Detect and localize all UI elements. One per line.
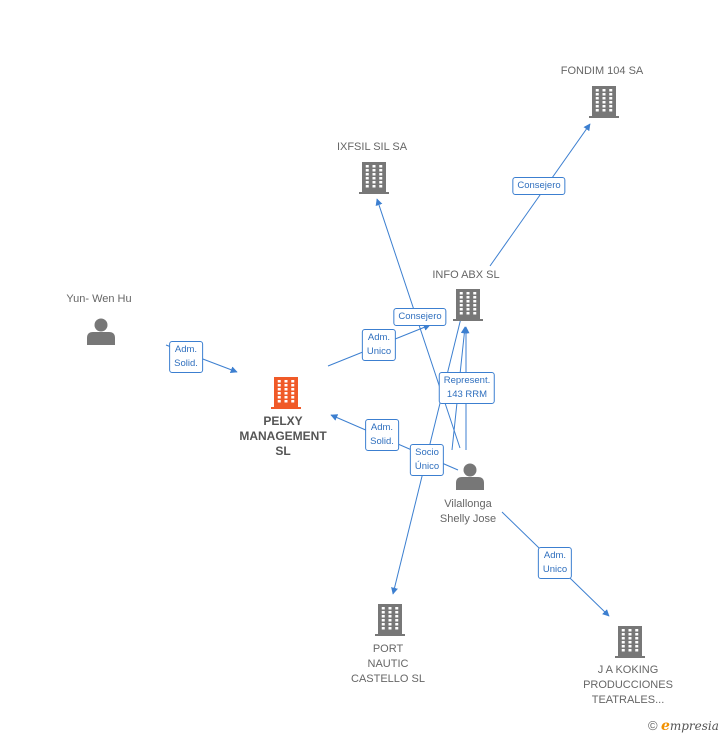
edge-label-vil-infoabx-rep[interactable]: Represent. 143 RRM — [438, 372, 496, 404]
brand-logo-letter: e — [660, 718, 670, 734]
edge-label-line: Unico — [366, 346, 392, 357]
edge-label-line: Único — [414, 461, 440, 472]
copyright-icon: © — [648, 718, 658, 733]
building-icon-ixfsil[interactable] — [359, 162, 389, 194]
node-label-port[interactable]: PORT NAUTIC CASTELLO SL — [351, 642, 425, 687]
node-label-ixfsil[interactable]: IXFSIL SIL SA — [337, 140, 407, 155]
building-icon-port[interactable] — [375, 604, 405, 636]
node-label-line: J A KOKING — [597, 664, 659, 676]
edge-label-line: Consejero — [398, 311, 442, 322]
node-label-line: PELXY — [263, 414, 303, 428]
node-label-pelxy[interactable]: PELXY MANAGEMENT SL — [239, 414, 326, 459]
edge-label-vil-ixfsil[interactable]: Consejero — [393, 308, 447, 326]
node-label-fondim[interactable]: FONDIM 104 SA — [561, 64, 644, 79]
edge-label-line: Adm. — [367, 332, 391, 343]
node-label-infoabx[interactable]: INFO ABX SL — [432, 268, 499, 283]
edge-label-vil-fondim[interactable]: Consejero — [512, 177, 566, 195]
edge-label-line: Unico — [542, 564, 568, 575]
building-icon-infoabx[interactable] — [453, 289, 483, 321]
node-label-line: Yun- Wen Hu — [66, 293, 132, 305]
edge-label-line: 143 RRM — [446, 389, 488, 400]
building-icon-fondim[interactable] — [589, 86, 619, 118]
node-label-line: PRODUCCIONES — [583, 679, 673, 691]
edge-label-line: Consejero — [517, 180, 561, 191]
node-label-line: SL — [275, 444, 291, 458]
node-label-line: FONDIM 104 SA — [560, 65, 644, 77]
person-icon-vilallonga[interactable] — [456, 463, 484, 491]
person-icon-yunwenhu[interactable] — [87, 318, 115, 346]
footer-brand: © empresia — [648, 718, 719, 734]
edge-label-line: Solid. — [370, 436, 394, 447]
building-icon-jakoking[interactable] — [615, 626, 645, 658]
brand-logo-text: mpresia — [669, 719, 719, 733]
node-label-vilallonga[interactable]: Vilallonga Shelly Jose — [440, 497, 496, 527]
edge-label-vil-port[interactable]: Socio Único — [409, 444, 445, 476]
edge-label-line: Represent. — [443, 375, 491, 386]
edge-label-yun-pelxy[interactable]: Adm. Solid. — [169, 341, 203, 373]
edge-vil-fondim — [489, 123, 591, 267]
edge-label-vil-infoabx-adm[interactable]: Adm. Unico — [361, 329, 397, 361]
node-label-jakoking[interactable]: J A KOKING PRODUCCIONES TEATRALES... — [583, 663, 673, 708]
node-label-yunwenhu[interactable]: Yun- Wen Hu — [66, 292, 131, 307]
node-label-line: TEATRALES... — [591, 694, 665, 706]
node-label-line: Vilallonga — [444, 498, 492, 510]
node-label-line: NAUTIC — [367, 658, 409, 670]
edge-label-line: Adm. — [174, 344, 198, 355]
node-label-line: Shelly Jose — [439, 513, 497, 525]
node-label-line: IXFSIL SIL SA — [336, 141, 408, 153]
edge-label-line: Socio — [415, 447, 439, 458]
edge-label-vil-jakoking[interactable]: Adm. Unico — [537, 547, 573, 579]
edge-label-line: Adm. — [370, 422, 394, 433]
edge-label-line: Solid. — [174, 358, 198, 369]
building-icon-pelxy[interactable] — [271, 377, 301, 409]
node-label-line: MANAGEMENT — [239, 429, 327, 443]
node-label-line: CASTELLO SL — [351, 673, 425, 685]
edge-label-line: Adm. — [543, 550, 567, 561]
edge-label-vil-pelxy[interactable]: Adm. Solid. — [365, 419, 399, 451]
node-label-line: INFO ABX SL — [432, 269, 500, 281]
node-label-line: PORT — [372, 643, 404, 655]
